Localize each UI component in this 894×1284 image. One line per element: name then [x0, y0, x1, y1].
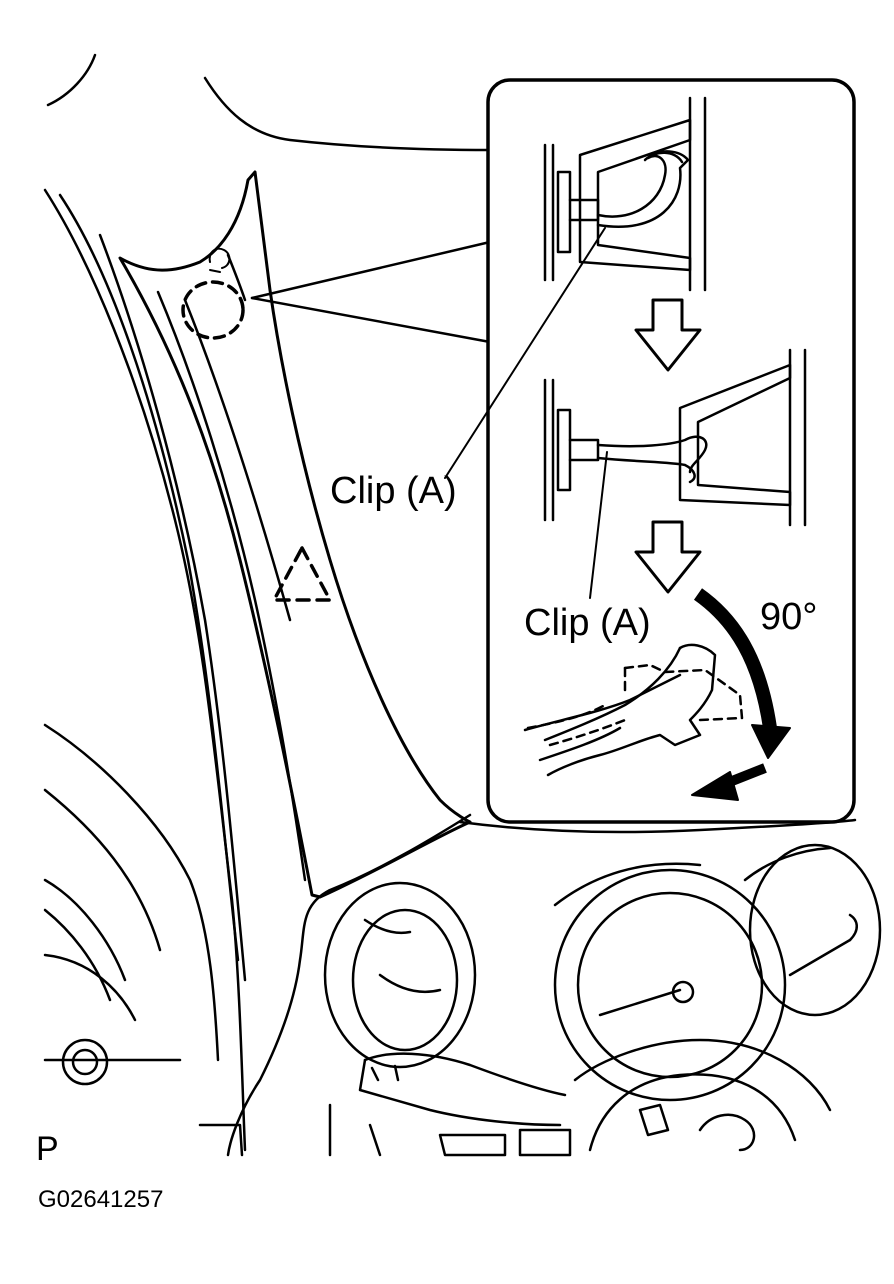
- clip-detail-step-1: [543, 96, 707, 292]
- rotation-arrow-icon: [693, 588, 791, 759]
- view-marker-label: P: [36, 1130, 59, 1168]
- clip-leader-line: [589, 451, 608, 599]
- down-arrow-icon: [634, 520, 702, 594]
- figure-code-label: G02641257: [38, 1186, 164, 1213]
- clip-detail-step-2: [543, 348, 807, 527]
- garnish-removal-detail: [523, 643, 744, 777]
- clip-leader-line: [444, 227, 606, 479]
- down-arrow-icon: [634, 298, 702, 372]
- pillar-garnish: [118, 170, 492, 899]
- clip-label: Clip (A): [330, 470, 457, 512]
- clip-label: Clip (A): [524, 602, 651, 644]
- detail-inset-frame: [486, 78, 856, 824]
- rotation-angle-label: 90°: [760, 596, 818, 638]
- pull-arrow-icon: [691, 763, 767, 801]
